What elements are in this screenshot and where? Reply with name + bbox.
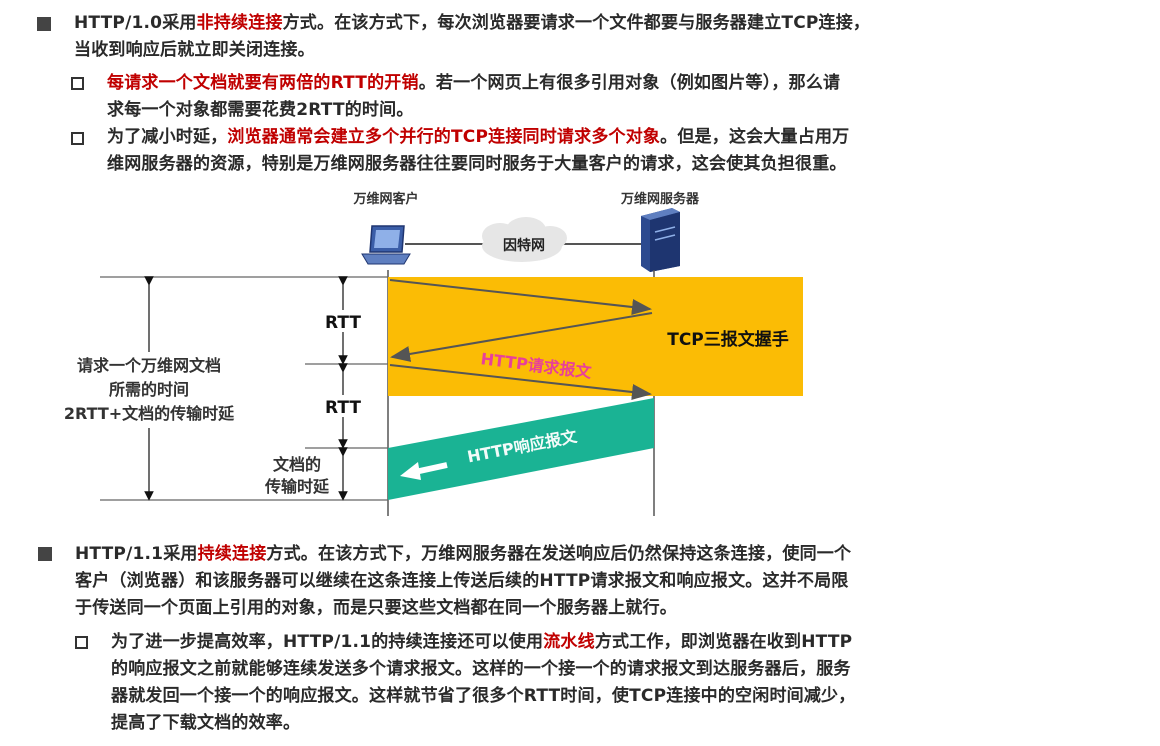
doc-label-line2: 传输时延 <box>264 477 330 496</box>
request-arrow <box>389 364 652 400</box>
section1-sub2-bullet <box>71 132 84 145</box>
section2-bullet <box>38 547 52 561</box>
cloud-label: 因特网 <box>503 237 545 254</box>
section1-sub2-paragraph: 为了减小时延，浏览器通常会建立多个并行的TCP连接同时请求多个对象。但是，这会大… <box>107 127 850 174</box>
server-tower-icon <box>641 208 680 272</box>
client-label: 万维网客户 <box>352 191 418 207</box>
doc-label-line1: 文档的 <box>273 455 321 474</box>
rtt1-label: RTT <box>325 313 361 333</box>
client-computer-icon <box>361 225 411 265</box>
server-label: 万维网服务器 <box>620 191 700 207</box>
response-region <box>388 398 654 500</box>
section2-sub1-bullet <box>75 636 88 649</box>
section1-paragraph: HTTP/1.0采用非持续连接方式。在该方式下，每次浏览器要请求一个文件都要与服… <box>74 13 871 60</box>
handshake-region <box>388 277 803 396</box>
section2-paragraph: HTTP/1.1采用持续连接方式。在该方式下，万维网服务器在发送响应后仍然保持这… <box>75 544 852 618</box>
section1-sub1-paragraph: 每请求一个文档就要有两倍的RTT的开销。若一个网页上有很多引用对象（例如图片等）… <box>107 73 841 120</box>
response-direction-arrow-icon <box>400 462 448 480</box>
section2-sub1-paragraph: 为了进一步提高效率，HTTP/1.1的持续连接还可以使用流水线方式工作，即浏览器… <box>111 632 856 733</box>
internet-cloud-icon <box>482 217 567 262</box>
left-label-line2: 所需的时间 <box>109 380 189 399</box>
left-label-line3: 2RTT+文档的传输时延 <box>64 404 235 423</box>
section1-sub1-bullet <box>71 77 84 90</box>
handshake-label: TCP三报文握手 <box>667 329 789 350</box>
syn-arrow <box>389 279 652 315</box>
section1-bullet <box>37 17 51 31</box>
rtt2-label: RTT <box>325 398 361 418</box>
left-label-line1: 请求一个万维网文档 <box>77 356 221 375</box>
synack-arrow <box>390 312 653 362</box>
